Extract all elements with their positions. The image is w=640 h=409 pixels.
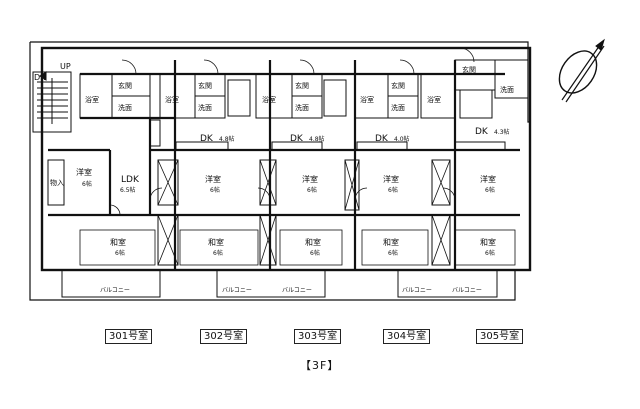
unit-304-label: 304号室 [383, 329, 431, 344]
staircase [32, 71, 72, 133]
entrance-label-4: 玄関 [391, 81, 405, 90]
japanese-label-304: 和室 [383, 237, 399, 247]
entrance-label-1: 玄関 [118, 81, 132, 90]
unit-303-label: 303号室 [294, 329, 342, 344]
dk-label-305: DK [475, 127, 489, 137]
unit-302-label: 302号室 [200, 329, 248, 344]
japanese-size-302: 6帖 [213, 249, 223, 257]
western-size-304: 6帖 [388, 186, 398, 194]
dk-label-303: DK [290, 134, 304, 144]
dk-labels: DK 4.8帖 DK 4.8帖 DK 4.0帖 DK 4.3帖 [200, 127, 510, 144]
western-room-labels: 洋室 6帖 洋室 6帖 洋室 6帖 洋室 6帖 洋室 6帖 [76, 167, 496, 194]
japanese-room-labels: 和室 6帖 和室 6帖 和室 6帖 和室 6帖 和室 6帖 [110, 237, 496, 257]
japanese-label-303: 和室 [305, 237, 321, 247]
western-label-304: 洋室 [383, 174, 399, 184]
dk-label-302: DK [200, 134, 214, 144]
stair-up-label: UP [60, 62, 71, 71]
dk-size-303: 4.8帖 [309, 135, 325, 143]
western-size-305: 6帖 [485, 186, 495, 194]
balcony-label-301: バルコニー [100, 287, 130, 294]
washroom-label-5: 洗面 [500, 85, 514, 94]
western-size-303: 6帖 [307, 186, 317, 194]
bath-label-2: 浴室 [165, 95, 179, 104]
western-label-305: 洋室 [480, 174, 496, 184]
unit-305-label: 305号室 [476, 329, 524, 344]
entrance-label-3: 玄関 [295, 81, 309, 90]
western-label-301: 洋室 [76, 167, 92, 177]
storage-label: 物入 [50, 178, 64, 187]
stair-dn-label: DN [34, 73, 46, 82]
western-label-302: 洋室 [205, 174, 221, 184]
unit-301-label: 301号室 [105, 329, 153, 344]
wet-area-partitions [47, 59, 529, 266]
japanese-label-305: 和室 [480, 237, 496, 247]
door-swings [109, 47, 475, 216]
room-labels: 浴室 玄関 洗面 浴室 玄関 洗面 浴室 玄関 洗面 浴室 玄関 洗面 浴室 玄… [50, 65, 514, 187]
entrance-label-5: 玄関 [462, 65, 476, 74]
washroom-label-2: 洗面 [198, 103, 212, 112]
dk-size-304: 4.0帖 [394, 135, 410, 143]
ldk-size: 6.5帖 [120, 186, 136, 194]
washroom-label-4: 洗面 [391, 103, 405, 112]
bath-label-4: 浴室 [360, 95, 374, 104]
japanese-size-305: 6帖 [485, 249, 495, 257]
japanese-label-302: 和室 [208, 237, 224, 247]
balcony-label-305: バルコニー [452, 287, 482, 294]
japanese-size-304: 6帖 [388, 249, 398, 257]
bath-label-3: 浴室 [262, 95, 276, 104]
ldk-labels: LDK 6.5帖 [120, 175, 140, 194]
closet-hatches [157, 159, 451, 266]
balcony-labels: バルコニー バルコニー バルコニー バルコニー バルコニー [100, 287, 482, 294]
washroom-label-3: 洗面 [295, 103, 309, 112]
balcony-label-303: バルコニー [282, 287, 312, 294]
dk-label-304: DK [375, 134, 389, 144]
western-label-303: 洋室 [302, 174, 318, 184]
japanese-size-301: 6帖 [115, 249, 125, 257]
japanese-size-303: 6帖 [310, 249, 320, 257]
western-size-302: 6帖 [210, 186, 220, 194]
bath-label-5: 浴室 [427, 95, 441, 104]
dk-size-305: 4.3帖 [494, 128, 510, 136]
entrance-label-2: 玄関 [198, 81, 212, 90]
washroom-label-1: 洗面 [118, 103, 132, 112]
balcony-label-302: バルコニー [222, 287, 252, 294]
floor-label: 【3F】 [300, 359, 340, 372]
bath-label-1: 浴室 [85, 95, 99, 104]
ldk-label: LDK [121, 175, 140, 185]
north-arrow-icon [558, 38, 605, 103]
japanese-label-301: 和室 [110, 237, 126, 247]
balcony-label-304: バルコニー [402, 287, 432, 294]
tatami-frames [79, 229, 516, 266]
dk-size-302: 4.8帖 [219, 135, 235, 143]
western-size-301: 6帖 [82, 180, 92, 188]
